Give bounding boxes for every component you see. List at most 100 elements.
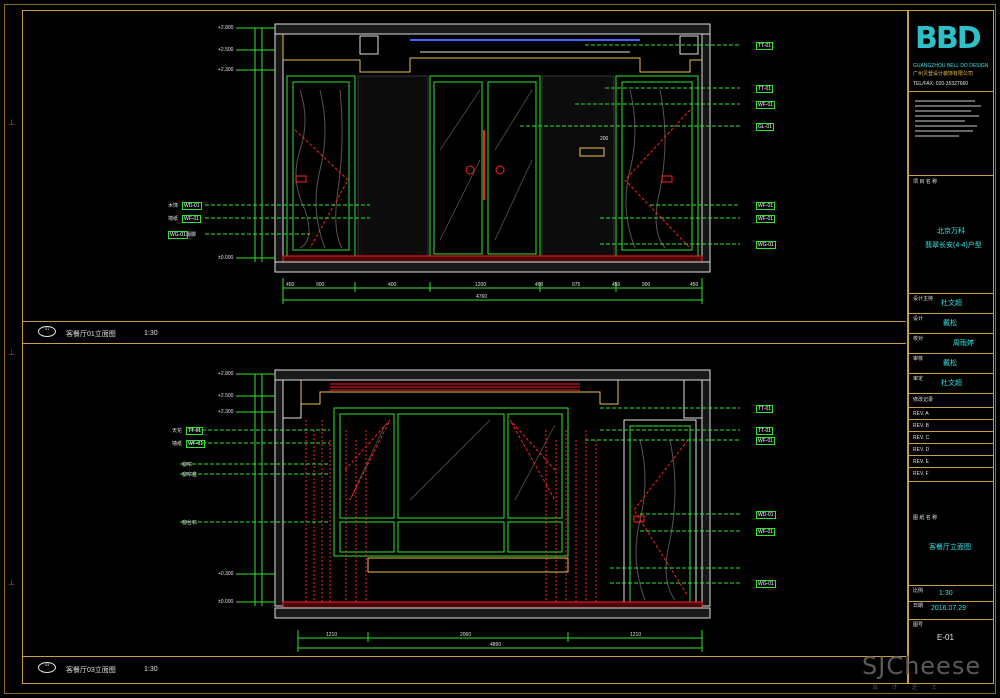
revision-label: 修改记录 xyxy=(913,397,934,403)
view-divider xyxy=(22,343,906,344)
overall-dimension: 4890 xyxy=(490,642,502,648)
height-label: ±0.000 xyxy=(218,255,234,261)
dimension: 450 xyxy=(690,282,699,288)
material-tag: TT-01 xyxy=(756,42,774,50)
material-label: 墙纸 xyxy=(172,441,183,447)
dimension: 1210 xyxy=(326,632,338,638)
note-dimension: 200 xyxy=(600,136,609,142)
project-label: 项 目 名 称 xyxy=(913,179,938,185)
revision-item: REV. C xyxy=(913,435,930,441)
role-label: 设计 xyxy=(913,316,924,322)
material-tag: WF-01 xyxy=(756,202,775,210)
dimension: 900 xyxy=(642,282,651,288)
logo-text: BBD xyxy=(915,21,982,56)
dimension: 1200 xyxy=(475,282,487,288)
material-tag: TT-01 xyxy=(756,427,774,435)
height-label: +2.800 xyxy=(218,371,234,377)
dimension: 400 xyxy=(535,282,544,288)
overall-dimension: 4760 xyxy=(476,294,488,300)
material-label: 木饰 xyxy=(168,203,179,209)
date-value: 2016.07.29 xyxy=(931,605,967,612)
margin-mark-1: ⊥ xyxy=(8,118,15,127)
dimension: 2060 xyxy=(460,632,472,638)
height-label: ±0.000 xyxy=(218,599,234,605)
role-label: 设计主持 xyxy=(913,296,934,302)
material-tag: WF-01 xyxy=(756,528,775,536)
role-value: 杜文超 xyxy=(941,300,962,307)
material-tag: TT-01 xyxy=(756,405,774,413)
elevation-01 xyxy=(205,23,740,304)
watermark-sub: 设 计 芝 士 xyxy=(872,685,944,691)
view-scale: 1:30 xyxy=(144,666,158,673)
margin-mark-3: ⊥ xyxy=(8,578,15,587)
height-label: +2.300 xyxy=(218,67,234,73)
material-label: 窗台石 xyxy=(182,520,198,526)
revision-item: REV. E xyxy=(913,459,929,465)
dimension: 450 xyxy=(612,282,621,288)
material-label: 天花 xyxy=(172,428,183,434)
material-tag: WF-01 xyxy=(186,440,205,448)
role-value: 杜文超 xyxy=(941,380,962,387)
view-marker: 03 xyxy=(38,662,56,673)
company-name-en: GUANGZHOU BELL DO DESIGN xyxy=(913,63,989,69)
view-title: 客餐厅03立面图 xyxy=(66,667,116,674)
height-label: +2.300 xyxy=(218,409,234,415)
role-value: 戴松 xyxy=(943,360,957,367)
notes-block xyxy=(915,97,987,140)
material-tag: WD-01 xyxy=(756,511,776,519)
view-scale: 1:30 xyxy=(144,330,158,337)
material-tag: GL-01 xyxy=(756,123,774,131)
scale-value: 1:30 xyxy=(939,590,953,597)
material-tag: WF-01 xyxy=(756,215,775,223)
company-tel: TEL/FAX: 020-35327660 xyxy=(913,81,969,87)
title-block: BBD GUANGZHOU BELL DO DESIGN 广州贝登设计装饰有限公… xyxy=(908,10,994,684)
dimension: 400 xyxy=(388,282,397,288)
drawing-no-label: 图号 xyxy=(913,622,924,628)
material-tag: WF-01 xyxy=(182,215,201,223)
role-label: 审核 xyxy=(913,356,924,362)
project-name-1: 北京万科 xyxy=(937,228,965,235)
watermark: SJCheese xyxy=(862,652,982,680)
material-label: 窗帘盒 xyxy=(182,472,198,478)
scale-label: 比例 xyxy=(913,588,924,594)
margin-mark-2: ⊥ xyxy=(8,348,15,357)
material-tag: WG-01 xyxy=(168,231,188,239)
drawing-name: 客餐厅立面图 xyxy=(929,544,971,551)
material-label: 窗帘 xyxy=(182,462,193,468)
height-label: +0.300 xyxy=(218,571,234,577)
date-label: 日期 xyxy=(913,603,924,609)
role-value: 戴松 xyxy=(943,320,957,327)
role-label: 校对 xyxy=(913,336,924,342)
title-row-bottom xyxy=(22,656,906,657)
height-label: +2.500 xyxy=(218,47,234,53)
role-value: 周雨婷 xyxy=(953,340,974,347)
view-title: 客餐厅01立面图 xyxy=(66,331,116,338)
dimension: 450 xyxy=(286,282,295,288)
revision-item: REV. A xyxy=(913,411,929,417)
height-label: +2.800 xyxy=(218,25,234,31)
role-label: 审定 xyxy=(913,376,924,382)
elevation-03 xyxy=(180,369,740,652)
material-tag: TT-01 xyxy=(756,85,774,93)
title-row-top xyxy=(22,321,906,322)
view-marker: 01 xyxy=(38,326,56,337)
dimension: 975 xyxy=(572,282,581,288)
company-name-cn: 广州贝登设计装饰有限公司 xyxy=(913,71,974,77)
material-label: 墙纸 xyxy=(168,216,179,222)
region-drawing-label: 图 纸 名 称 xyxy=(913,515,938,521)
material-tag: TT-01 xyxy=(186,427,204,435)
revision-item: REV. F xyxy=(913,471,929,477)
material-tag: WD-01 xyxy=(182,202,202,210)
material-tag: WG-01 xyxy=(756,241,776,249)
drawing-frame xyxy=(22,10,908,684)
material-tag: WF-01 xyxy=(756,101,775,109)
revision-item: REV. B xyxy=(913,423,929,429)
dimension: 900 xyxy=(316,282,325,288)
material-tag: WG-01 xyxy=(756,580,776,588)
dimension: 1210 xyxy=(630,632,642,638)
company-logo: BBD xyxy=(915,19,987,59)
project-name-2: 翡翠长安(4-4)户型 xyxy=(925,242,982,249)
height-label: +2.500 xyxy=(218,393,234,399)
material-tag: WF-01 xyxy=(756,437,775,445)
